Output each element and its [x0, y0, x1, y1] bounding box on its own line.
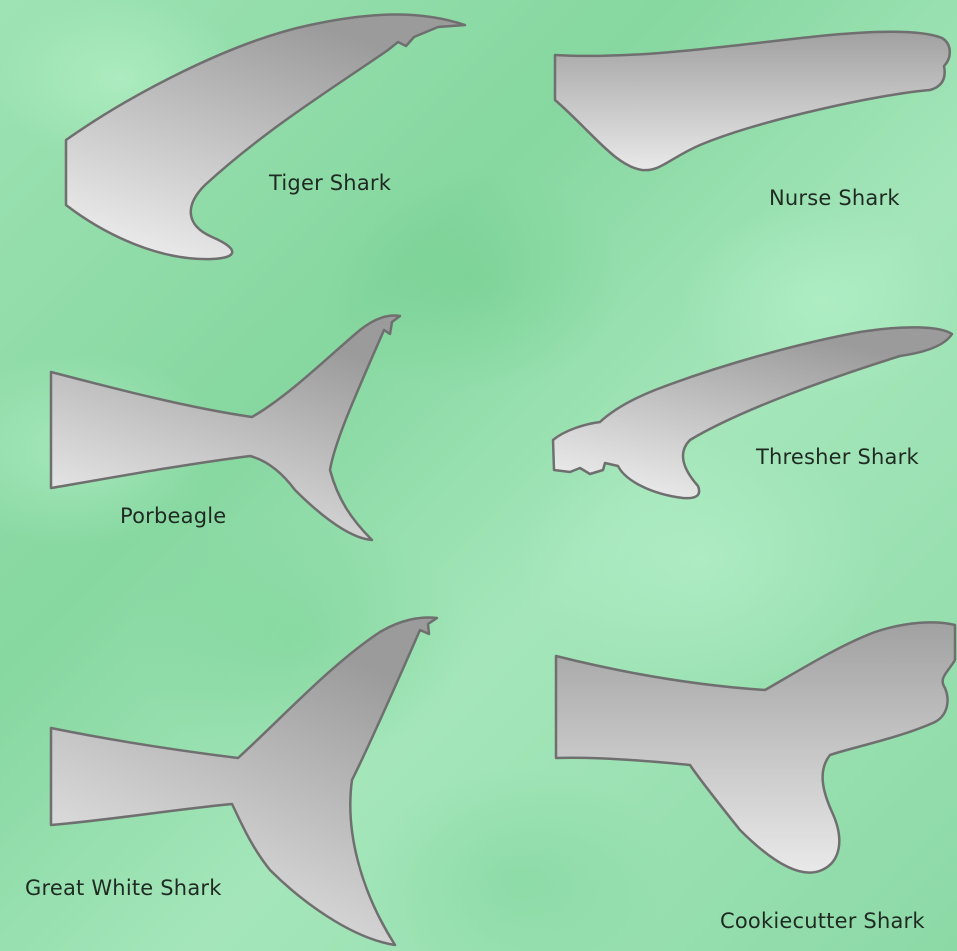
thresher-shark-tail-icon — [553, 327, 952, 498]
nurse-shark-label: Nurse Shark — [769, 186, 900, 210]
nurse-shark-tail-icon — [555, 32, 950, 170]
thresher-shark-label: Thresher Shark — [756, 445, 919, 469]
porbeagle-label: Porbeagle — [120, 504, 226, 528]
great-white-shark-label: Great White Shark — [25, 876, 222, 900]
tiger-shark-tail-icon — [66, 14, 465, 259]
cookiecutter-shark-tail-icon — [556, 622, 955, 872]
tiger-shark-label: Tiger Shark — [269, 171, 391, 195]
cookiecutter-shark-label: Cookiecutter Shark — [720, 909, 925, 933]
